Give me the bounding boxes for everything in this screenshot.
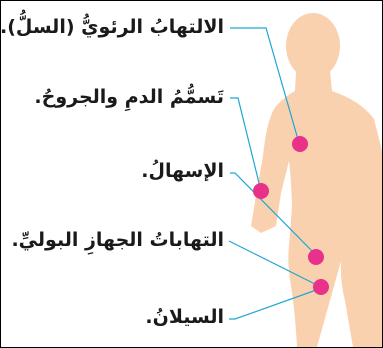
label-pneumonia: الالتهابُ الرئويُّ (السلُّ). [0,15,224,39]
marker-arm [253,183,269,199]
human-silhouette [251,13,382,347]
label-gonorrhea: السيلانُ. [145,305,224,329]
head-shape [286,13,340,79]
label-sepsis: تَسمُّمُ الدمِ والجروحُ. [34,85,224,109]
marker-pelvis [313,279,329,295]
label-uti: التهاباتُ الجهازِ البوليِّ. [11,228,224,252]
marker-abdomen [308,249,324,265]
leader-line-sepsis [230,98,261,191]
marker-lungs [292,136,308,152]
label-diarrhea: الإسهالُ. [141,159,224,183]
